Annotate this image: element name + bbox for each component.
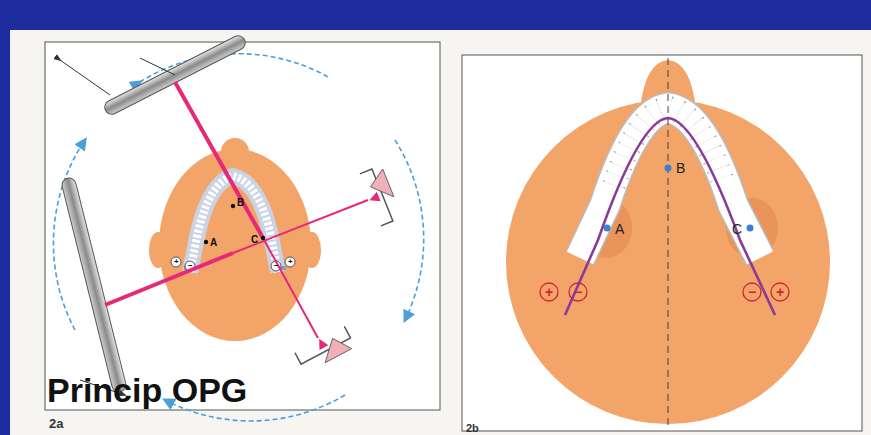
point-label: A: [615, 222, 624, 236]
figure-number: 2a: [49, 417, 63, 430]
polarity-sign: +: [545, 285, 553, 299]
point-label: C: [732, 222, 742, 236]
polarity-sign: +: [776, 285, 784, 299]
polarity-sign: +: [174, 258, 179, 266]
point-label: B: [676, 161, 685, 175]
point-label: B: [237, 198, 244, 208]
polarity-sign: −: [188, 262, 193, 270]
polarity-sign: −: [748, 285, 756, 299]
polarity-sign: −: [574, 285, 582, 299]
figure-number: 2b: [466, 423, 479, 434]
polarity-sign: +: [288, 258, 293, 266]
point-label: C: [251, 235, 258, 245]
point-label: A: [210, 238, 217, 248]
slide-title: Princip OPG: [47, 373, 247, 407]
polarity-sign: −: [274, 262, 279, 270]
